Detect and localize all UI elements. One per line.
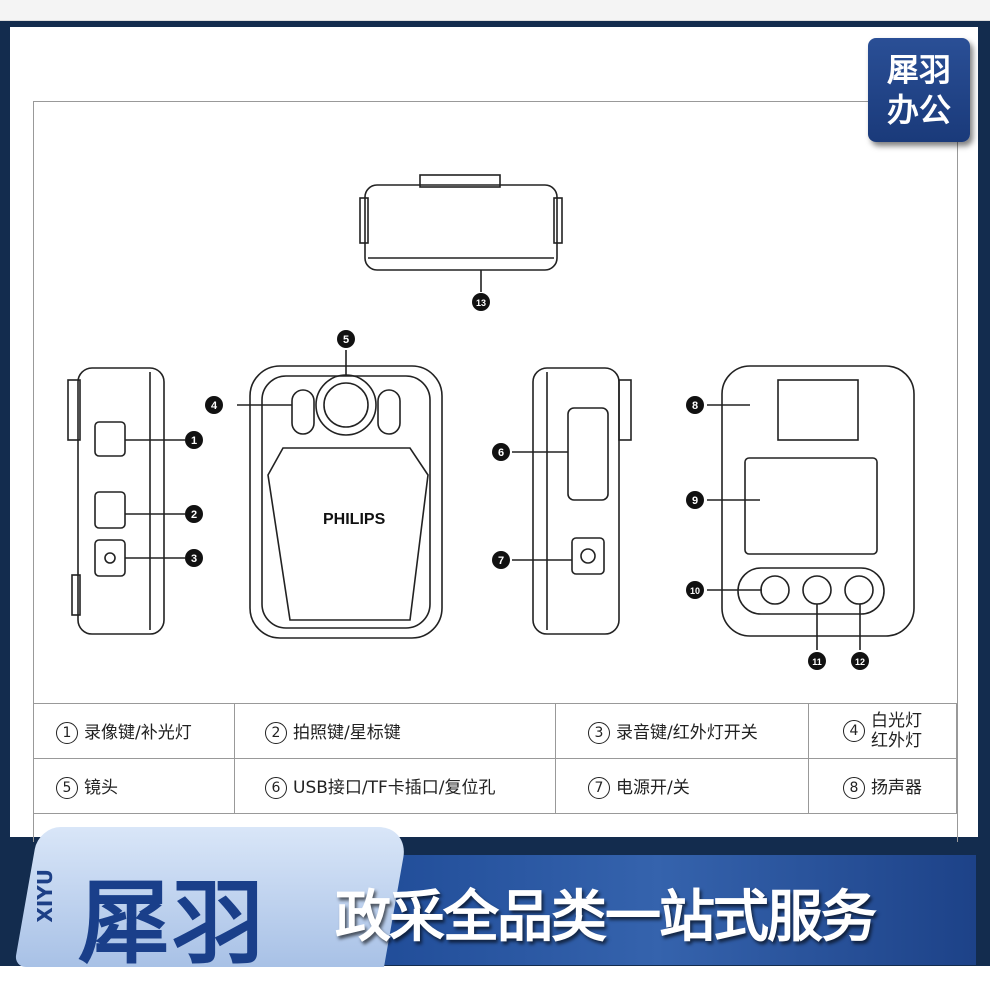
bottom-strip xyxy=(0,967,990,991)
item-label: USB接口/TF卡插口/复位孔 xyxy=(293,778,496,798)
logo-line2: 办公 xyxy=(886,91,951,129)
logo-line1: 犀羽 xyxy=(886,51,951,89)
banner-xiyu-text: XIYU xyxy=(33,869,57,923)
callout-4: 4 xyxy=(211,400,218,412)
item-label: 白光灯 xyxy=(871,711,922,731)
callout-2: 2 xyxy=(191,509,197,521)
item-label: 扬声器 xyxy=(871,778,922,798)
diagram-box xyxy=(33,101,958,842)
item-number: 4 xyxy=(843,720,865,742)
callout-3: 3 xyxy=(191,553,197,565)
callout-1: 1 xyxy=(191,435,197,447)
callout-8-marker xyxy=(686,396,704,414)
callout-6: 6 xyxy=(498,447,504,459)
callout-7-marker xyxy=(492,551,510,569)
device-brand-label: PHILIPS xyxy=(323,511,386,528)
table-row: 1 录像键/补光灯 2 拍照键/星标键 3 录音键/红外灯开关 4 白光灯红外灯 xyxy=(33,703,957,759)
banner-slogan: 政采全品类一站式服务 xyxy=(335,885,877,950)
brand-logo-badge: 犀羽 办公 xyxy=(868,38,970,142)
table-cell: 3 录音键/红外灯开关 xyxy=(555,703,809,759)
item-label: 录音键/红外灯开关 xyxy=(616,723,758,743)
table-cell: 2 拍照键/星标键 xyxy=(234,703,556,759)
item-label: 录像键/补光灯 xyxy=(84,723,192,743)
callout-9-marker xyxy=(686,491,704,509)
item-number: 6 xyxy=(265,777,287,799)
device-left-side-view xyxy=(67,367,185,635)
table-cell: 6 USB接口/TF卡插口/复位孔 xyxy=(234,758,556,814)
callout-5-marker xyxy=(337,330,355,348)
item-number: 5 xyxy=(56,777,78,799)
callout-13-marker xyxy=(472,293,490,311)
callout-11-marker xyxy=(808,652,826,670)
callout-5: 5 xyxy=(343,334,349,346)
callout-11: 11 xyxy=(812,657,822,667)
device-front-view xyxy=(237,350,443,639)
item-number: 3 xyxy=(588,722,610,744)
callout-8: 8 xyxy=(692,400,698,412)
callout-10-marker xyxy=(686,581,704,599)
callout-7: 7 xyxy=(498,555,504,567)
banner-blue-bar xyxy=(340,855,976,965)
item-number: 2 xyxy=(265,722,287,744)
callout-10: 10 xyxy=(690,586,700,596)
table-row: 5 镜头 6 USB接口/TF卡插口/复位孔 7 电源开/关 8 扬声器 xyxy=(33,758,957,814)
item-number: 1 xyxy=(56,722,78,744)
callout-3-marker xyxy=(185,549,203,567)
item-label: 拍照键/星标键 xyxy=(293,723,401,743)
callout-13: 13 xyxy=(476,298,486,308)
callout-12: 12 xyxy=(855,657,865,667)
table-cell: 1 录像键/补光灯 xyxy=(33,703,235,759)
content-panel xyxy=(10,27,978,837)
device-top-view xyxy=(359,174,563,292)
callout-2-marker xyxy=(185,505,203,523)
device-back-view xyxy=(707,365,915,650)
callout-6-marker xyxy=(492,443,510,461)
item-number: 8 xyxy=(843,777,865,799)
brand-banner: XIYU 犀羽 政采全品类一站式服务 xyxy=(0,827,990,977)
device-right-side-view xyxy=(512,367,632,635)
table-cell: 8 扬声器 xyxy=(808,758,957,814)
callout-9: 9 xyxy=(692,495,698,507)
callout-12-marker xyxy=(851,652,869,670)
item-number: 7 xyxy=(588,777,610,799)
table-cell: 5 镜头 xyxy=(33,758,235,814)
callout-1-marker xyxy=(185,431,203,449)
item-label: 电源开/关 xyxy=(616,778,690,798)
device-diagram: PHILIPS 1 2 3 4 5 6 7 8 9 10 11 12 13 xyxy=(67,174,915,670)
item-label: 镜头 xyxy=(84,778,118,798)
banner-brand-name: 犀羽 xyxy=(78,870,267,977)
table-cell: 4 白光灯红外灯 xyxy=(808,703,957,759)
top-strip xyxy=(0,0,990,21)
table-cell: 7 电源开/关 xyxy=(555,758,809,814)
item-label-2: 红外灯 xyxy=(871,731,922,751)
parts-table: 1 录像键/补光灯 2 拍照键/星标键 3 录音键/红外灯开关 4 白光灯红外灯 5 镜头… xyxy=(33,703,957,814)
callout-4-marker xyxy=(205,396,223,414)
